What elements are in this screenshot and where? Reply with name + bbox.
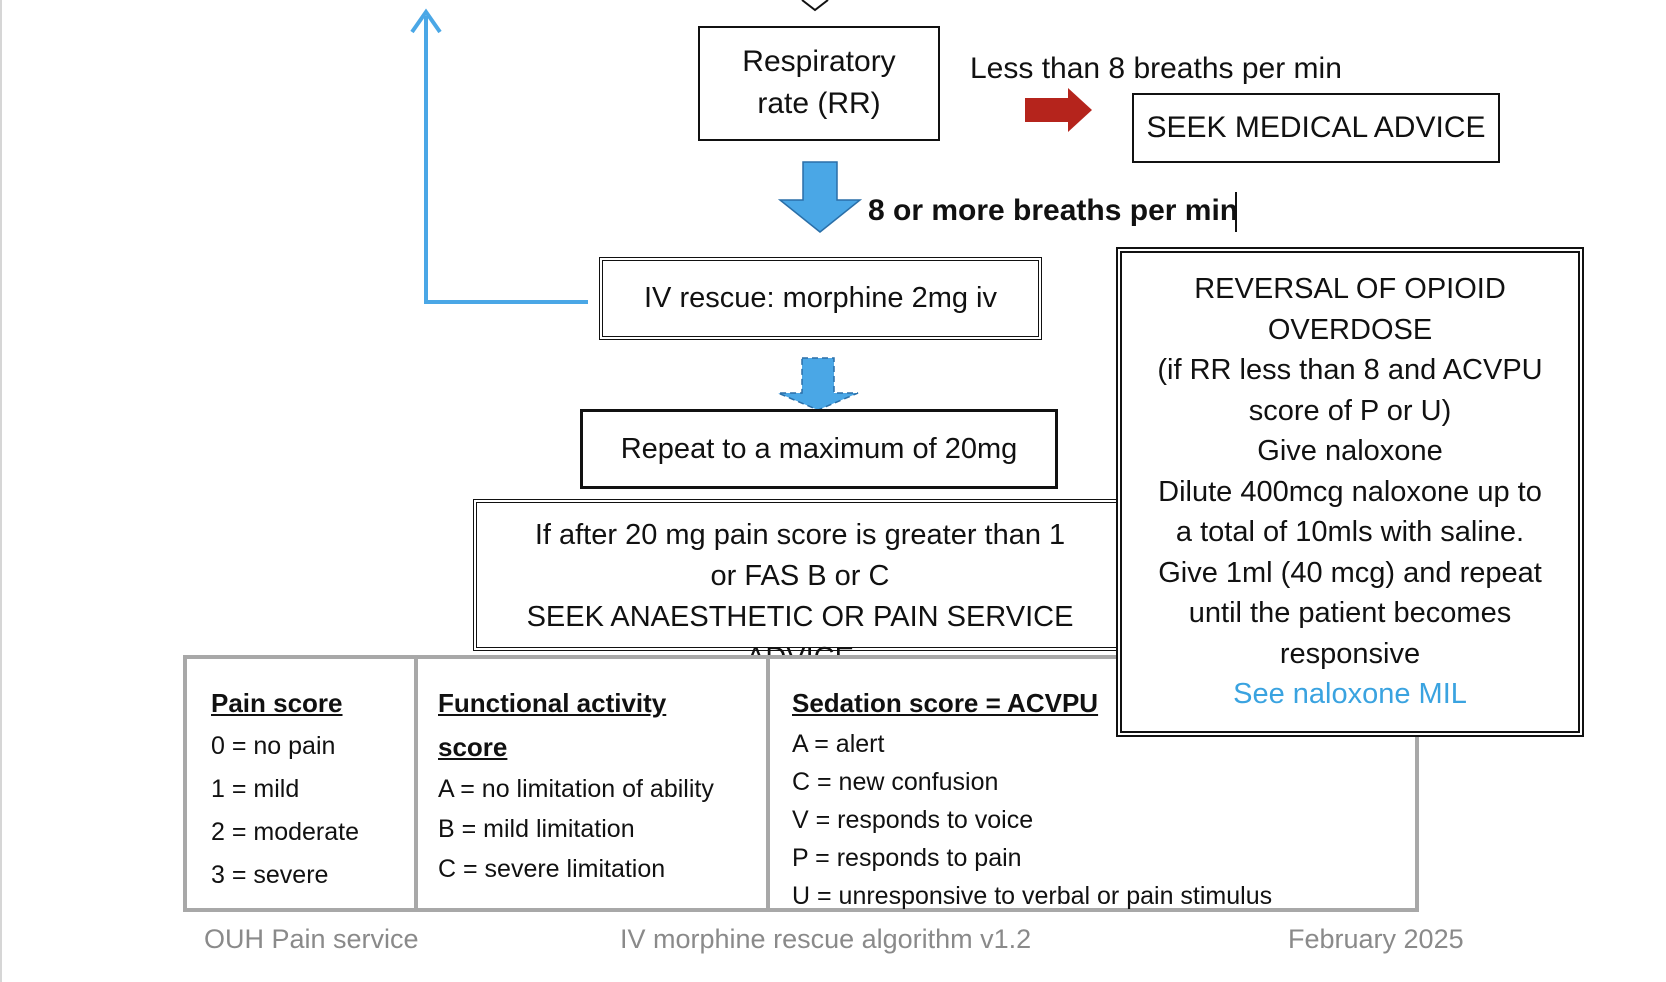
sedation-score-item: V = responds to voice [792, 806, 1034, 834]
page-edge [0, 0, 2, 982]
reversal-line: Give 1ml (40 mcg) and repeat [1158, 556, 1542, 589]
low-rr-label: Less than 8 breaths per min [970, 52, 1342, 85]
pain-score-item: 1 = mild [211, 775, 300, 803]
footer-right: February 2025 [1288, 924, 1464, 954]
repeat-max-text: Repeat to a maximum of 20mg [620, 433, 1018, 465]
footer-center: IV morphine rescue algorithm v1.2 [620, 924, 1032, 954]
reversal-line: responsive [1279, 637, 1421, 670]
incoming-arrow-icon [801, 0, 829, 12]
pain-score-item: 0 = no pain [211, 732, 336, 760]
functional-activity-item: B = mild limitation [438, 815, 635, 843]
sedation-score-item: U = unresponsive to verbal or pain stimu… [792, 882, 1273, 910]
repeat-max-box: Repeat to a maximum of 20mg [580, 409, 1058, 489]
footer-left: OUH Pain service [204, 924, 419, 954]
pain-score-title: Pain score [211, 688, 343, 718]
functional-activity-title-1: Functional activity [438, 688, 667, 718]
pain-score-item: 2 = moderate [211, 818, 360, 846]
functional-activity-item: C = severe limitation [438, 855, 666, 883]
functional-activity-column: Functional activity score A = no limitat… [414, 659, 766, 908]
sedation-score-item: A = alert [792, 730, 885, 758]
respiratory-rate-line2: rate (RR) [757, 87, 881, 120]
blue-arrow-down-small-icon [777, 357, 859, 411]
red-arrow-right-icon [1025, 88, 1092, 132]
sedation-score-item: C = new confusion [792, 768, 999, 796]
reversal-line: a total of 10mls with saline. [1175, 516, 1525, 548]
seek-medical-advice-box: SEEK MEDICAL ADVICE [1132, 93, 1500, 163]
iv-rescue-text: IV rescue: morphine 2mg iv [644, 282, 997, 314]
pain-score-column: Pain score 0 = no pain 1 = mild 2 = mode… [187, 659, 418, 908]
reversal-line: Dilute 400mcg naloxone up to [1158, 475, 1542, 508]
reversal-line: until the patient becomes [1188, 597, 1512, 629]
ok-rr-label: 8 or more breaths per min [868, 194, 1239, 227]
sedation-score-column: Sedation score = ACVPU A = alert C = new… [766, 659, 1415, 910]
blue-arrow-down-icon [777, 161, 863, 233]
respiratory-rate-box: Respiratory rate (RR) [698, 26, 940, 141]
reversal-line: Give naloxone [1257, 435, 1443, 467]
reversal-line: REVERSAL OF OPIOID [1194, 273, 1506, 305]
after-20mg-line1: If after 20 mg pain score is greater tha… [534, 519, 1066, 551]
reversal-line: score of P or U) [1248, 394, 1452, 427]
pain-score-item: 3 = severe [211, 861, 329, 889]
respiratory-rate-line1: Respiratory [742, 45, 896, 78]
after-20mg-box: If after 20 mg pain score is greater tha… [473, 499, 1127, 674]
sedation-score-item: P = responds to pain [792, 844, 1022, 872]
seek-medical-advice-text: SEEK MEDICAL ADVICE [1146, 111, 1486, 144]
sedation-score-title: Sedation score = ACVPU [792, 688, 1099, 718]
reversal-line: (if RR less than 8 and ACVPU [1157, 354, 1543, 386]
iv-rescue-box: IV rescue: morphine 2mg iv [599, 257, 1042, 340]
functional-activity-title-2: score [438, 732, 508, 762]
reversal-line: OVERDOSE [1267, 313, 1433, 346]
functional-activity-item: A = no limitation of ability [438, 775, 714, 803]
naloxone-mil-link[interactable]: See naloxone MIL [1233, 678, 1467, 710]
after-20mg-line2: or FAS B or C [710, 560, 890, 592]
loop-back-line [424, 16, 588, 304]
reversal-box: REVERSAL OF OPIOID OVERDOSE (if RR less … [1116, 247, 1584, 737]
loop-back-arrow-icon [410, 8, 442, 34]
